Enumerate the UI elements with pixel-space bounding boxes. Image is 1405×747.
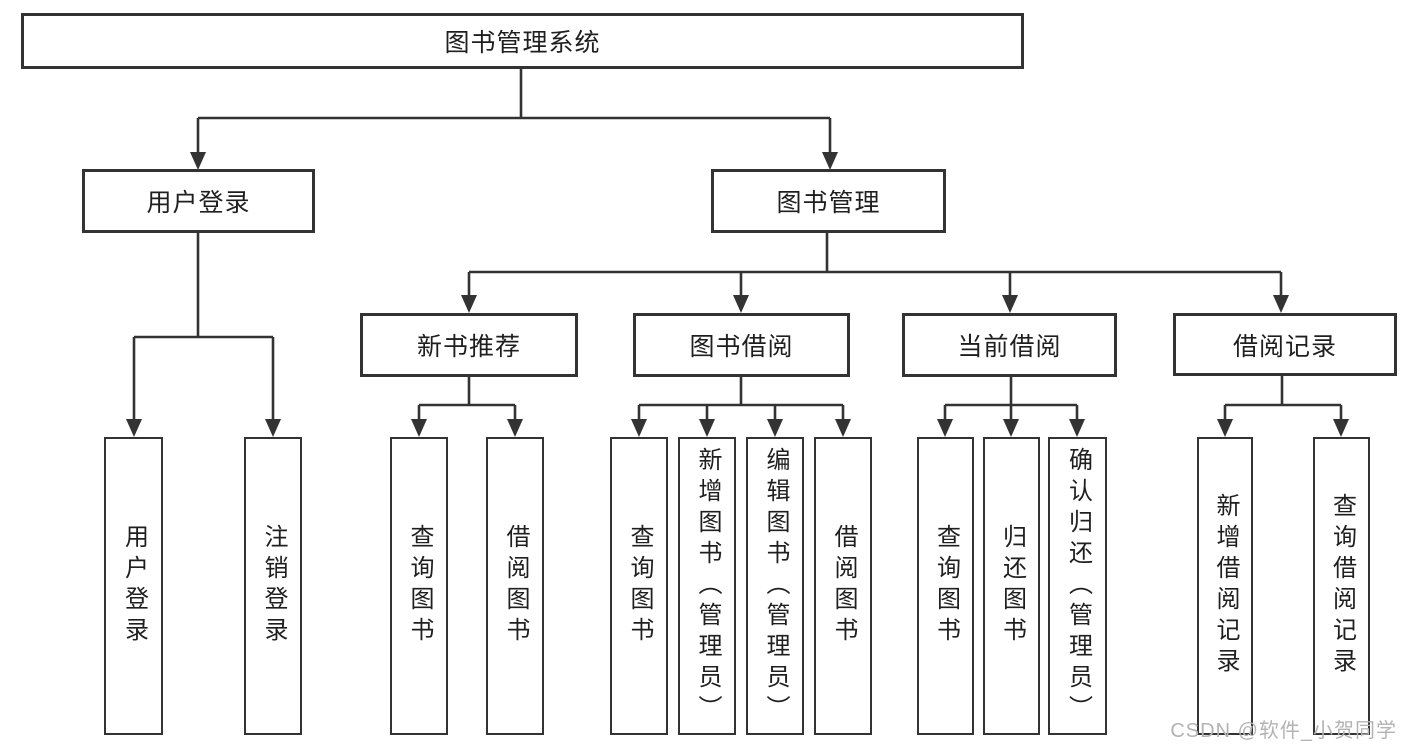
connector-current-borrow-children — [937, 377, 1085, 437]
leaf-query-borrow-record-label: 查询借阅记录 — [1328, 493, 1356, 679]
node-borrow-record: 借阅记录 — [1173, 313, 1397, 376]
leaf-return-book: 归还图书 — [983, 437, 1040, 735]
leaf-edit-book-admin-label: 编辑图书（管理员） — [762, 446, 789, 726]
connector-book-mgmt-children — [461, 233, 1289, 313]
leaf-user-login: 用户登录 — [104, 437, 163, 735]
leaf-confirm-return-admin: 确认归还（管理员） — [1048, 437, 1107, 735]
connector-book-borrow-children — [631, 377, 851, 437]
connector-borrow-record-children — [1217, 375, 1349, 437]
leaf-return-book-label: 归还图书 — [998, 524, 1026, 648]
leaf-rec-borrow-book: 借阅图书 — [486, 437, 544, 735]
leaf-add-book-admin: 新增图书（管理员） — [678, 437, 736, 735]
leaf-add-book-admin-label: 新增图书（管理员） — [694, 446, 721, 726]
leaf-edit-book-admin: 编辑图书（管理员） — [746, 437, 804, 735]
leaf-rec-query-book-label: 查询图书 — [406, 524, 433, 648]
leaf-query-borrow-record: 查询借阅记录 — [1313, 437, 1370, 735]
connector-root-to-level2 — [190, 69, 838, 170]
connector-new-book-children — [411, 377, 523, 437]
leaf-user-login-label: 用户登录 — [120, 524, 148, 648]
node-new-book-rec: 新书推荐 — [360, 313, 578, 377]
leaf-current-query-book: 查询图书 — [917, 437, 974, 735]
node-book-borrow: 图书借阅 — [633, 313, 850, 377]
node-book-borrow-label: 图书借阅 — [689, 333, 794, 361]
node-user-login-label: 用户登录 — [146, 189, 251, 217]
node-root-label: 图书管理系统 — [444, 29, 601, 57]
node-current-borrow-label: 当前借阅 — [957, 333, 1062, 361]
leaf-add-borrow-record-label: 新增借阅记录 — [1212, 493, 1239, 679]
leaf-logout: 注销登录 — [244, 437, 302, 735]
leaf-borrow-book-label: 借阅图书 — [830, 524, 857, 648]
leaf-logout-label: 注销登录 — [260, 524, 287, 648]
node-book-mgmt-label: 图书管理 — [776, 189, 881, 217]
leaf-borrow-query-book-label: 查询图书 — [626, 524, 653, 648]
leaf-borrow-query-book: 查询图书 — [610, 437, 668, 735]
leaf-rec-borrow-book-label: 借阅图书 — [502, 524, 529, 648]
leaf-confirm-return-admin-label: 确认归还（管理员） — [1064, 446, 1092, 726]
leaf-borrow-book: 借阅图书 — [814, 437, 872, 735]
node-user-login: 用户登录 — [82, 169, 315, 233]
csdn-watermark: CSDN @软件_小贺同学 — [1170, 720, 1397, 742]
leaf-current-query-book-label: 查询图书 — [932, 524, 960, 648]
node-book-mgmt: 图书管理 — [711, 169, 946, 233]
leaf-rec-query-book: 查询图书 — [390, 437, 448, 735]
node-borrow-record-label: 借阅记录 — [1232, 332, 1337, 361]
leaf-add-borrow-record: 新增借阅记录 — [1197, 437, 1253, 735]
connector-user-login-children — [126, 233, 281, 437]
node-root: 图书管理系统 — [21, 13, 1024, 69]
node-current-borrow: 当前借阅 — [902, 313, 1117, 377]
node-new-book-rec-label: 新书推荐 — [416, 333, 521, 361]
